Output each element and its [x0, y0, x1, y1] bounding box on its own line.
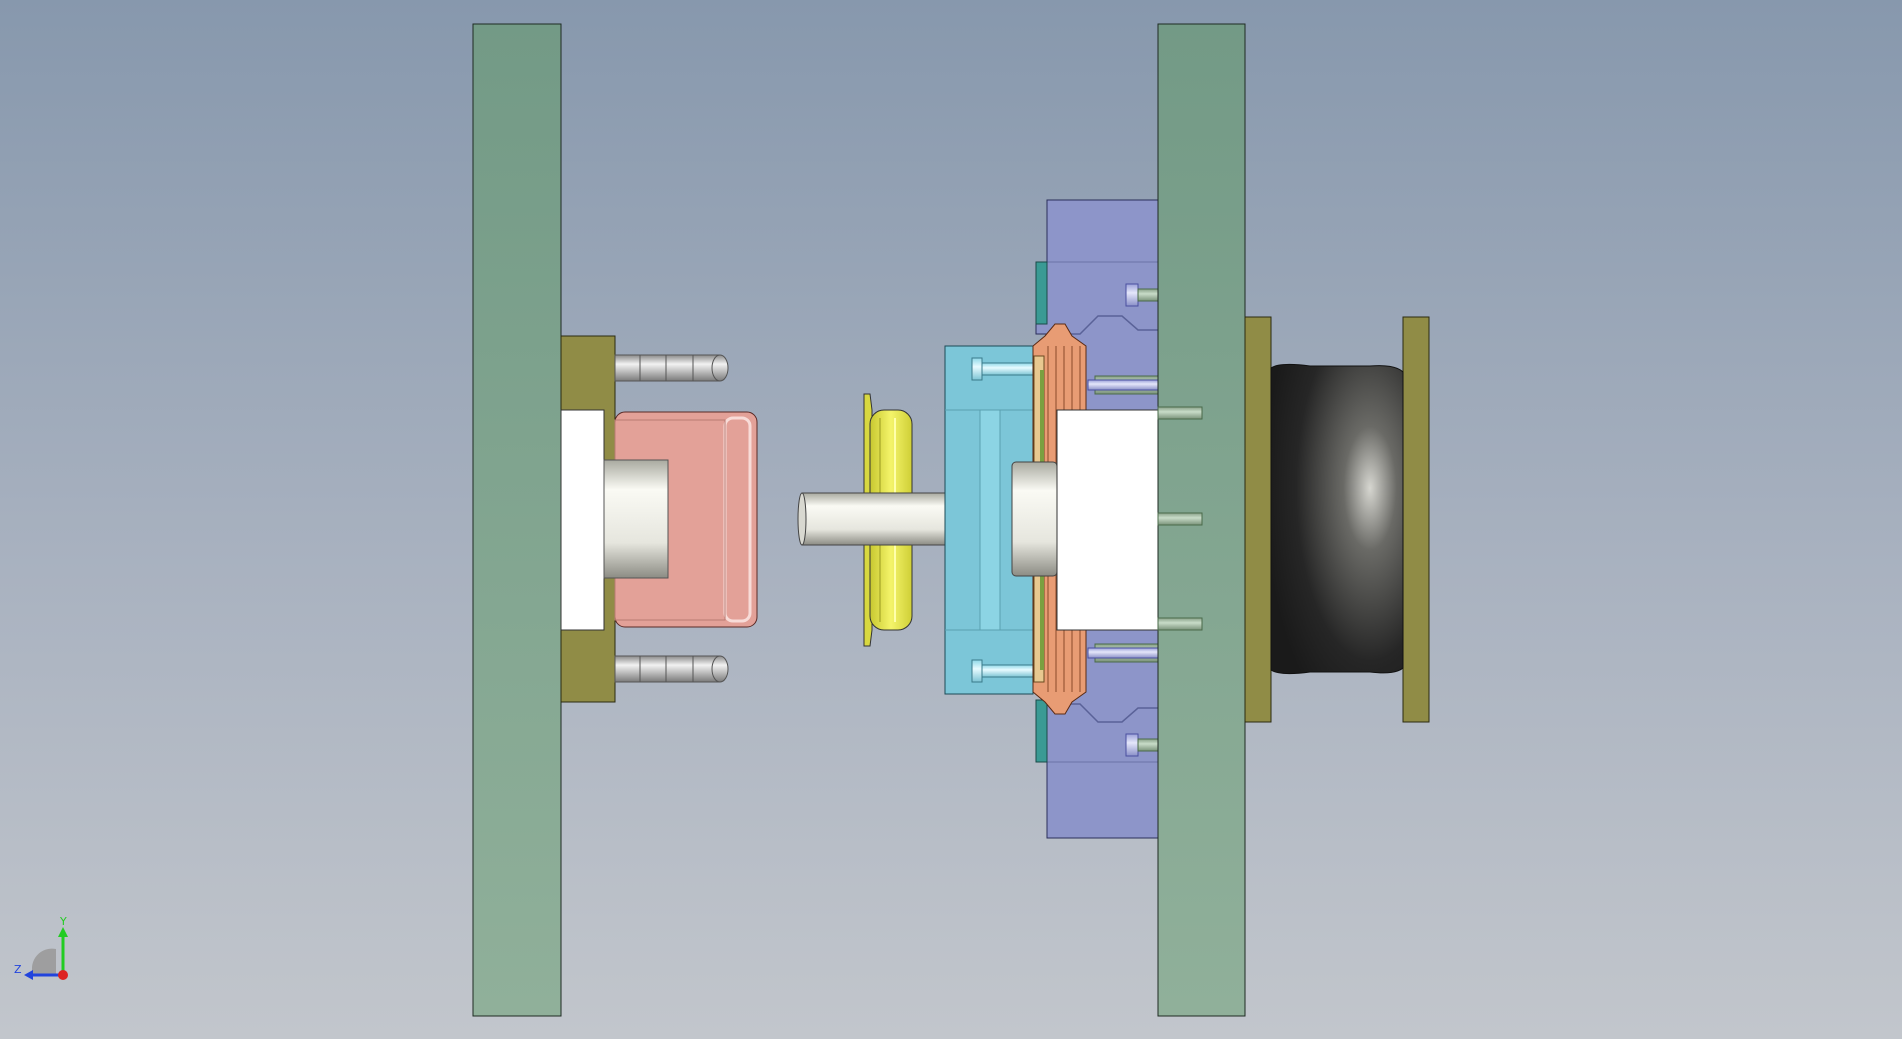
plate-pin-2	[1157, 512, 1203, 526]
triad-z-arrow-icon	[24, 970, 33, 980]
plate-pin-1	[1157, 406, 1203, 420]
olive-flange-right[interactable]	[1402, 316, 1430, 723]
right-white-insert[interactable]	[1056, 409, 1159, 631]
triad-arc	[31, 948, 56, 975]
black-drum-cylinder[interactable]	[1270, 363, 1404, 675]
triad-y-arrow-icon	[58, 927, 68, 937]
left-mounting-plate[interactable]	[472, 23, 562, 1017]
cyan-bolt-bottom[interactable]	[971, 659, 1035, 683]
left-shaft-stub[interactable]	[603, 459, 669, 579]
triad-y-label: Y	[59, 915, 67, 928]
teal-strip-top	[1035, 261, 1048, 325]
left-white-insert[interactable]	[560, 409, 605, 631]
olive-flange-left[interactable]	[1244, 316, 1272, 723]
triad-origin-icon	[58, 970, 68, 980]
coordinate-triad: Y Z	[8, 915, 78, 985]
guide-pin-bottom[interactable]	[614, 655, 729, 683]
cyan-bolt-top[interactable]	[971, 357, 1035, 381]
shaft-collar[interactable]	[1011, 461, 1058, 577]
teal-strip-bottom	[1035, 699, 1048, 763]
plate-pin-3	[1157, 617, 1203, 631]
guide-pin-top[interactable]	[614, 354, 729, 382]
triad-z-label: Z	[14, 963, 22, 976]
